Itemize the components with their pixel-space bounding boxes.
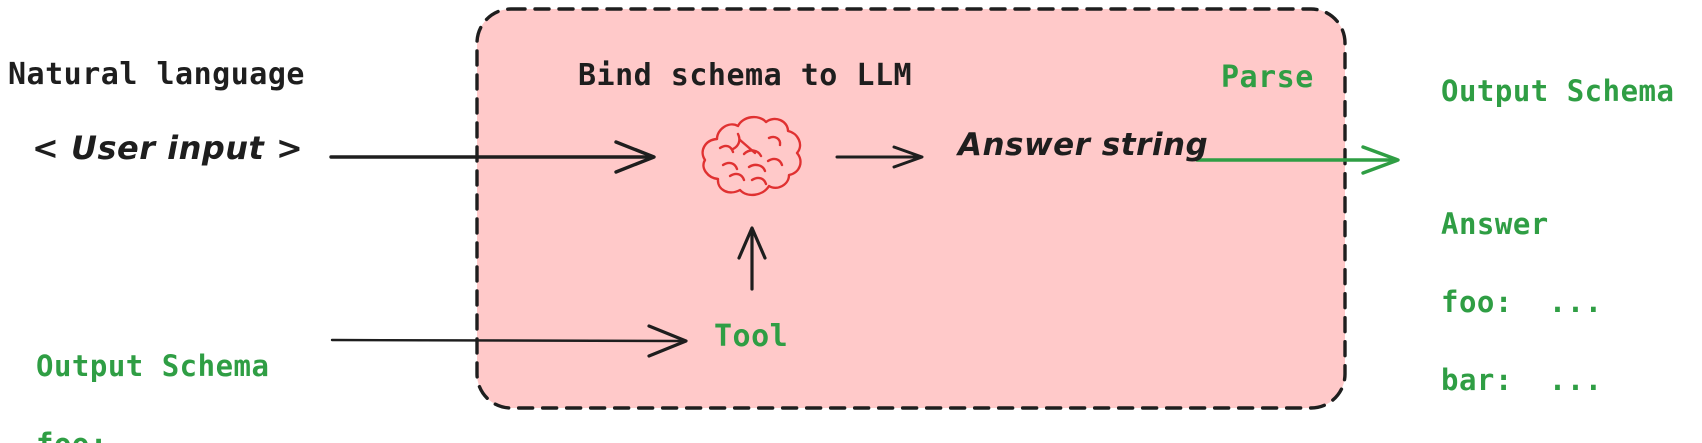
user-input-value: < User input > [32,129,304,167]
output-result-spacer [1441,149,1674,166]
brain-icon [701,115,802,197]
natural-language-label: Natural language [8,57,305,92]
output-result-foo: foo: ... [1441,285,1603,319]
arrow-tool-to-llm-icon [737,226,767,291]
llm-box-title: Bind schema to LLM [578,58,913,93]
tool-label: Tool [714,319,789,354]
input-schema-block: Output Schema foo: ... bar: ... [36,308,269,443]
input-schema-foo: foo: ... [36,424,269,443]
output-result-title: Output Schema [1441,74,1675,108]
output-result-heading: Answer [1441,207,1549,241]
output-result-block: Output Schema Answer foo: ... bar: ... [1441,33,1674,438]
arrow-schema-to-tool-icon [330,324,688,358]
answer-string-label: Answer string [958,127,1209,163]
parse-label: Parse [1221,60,1314,95]
arrow-llm-to-answer-string-icon [835,145,924,169]
arrow-parse-to-output-icon [1195,145,1400,175]
arrow-user-input-to-llm-icon [329,140,656,174]
input-schema-title: Output Schema [36,349,270,383]
output-result-bar: bar: ... [1441,363,1603,397]
